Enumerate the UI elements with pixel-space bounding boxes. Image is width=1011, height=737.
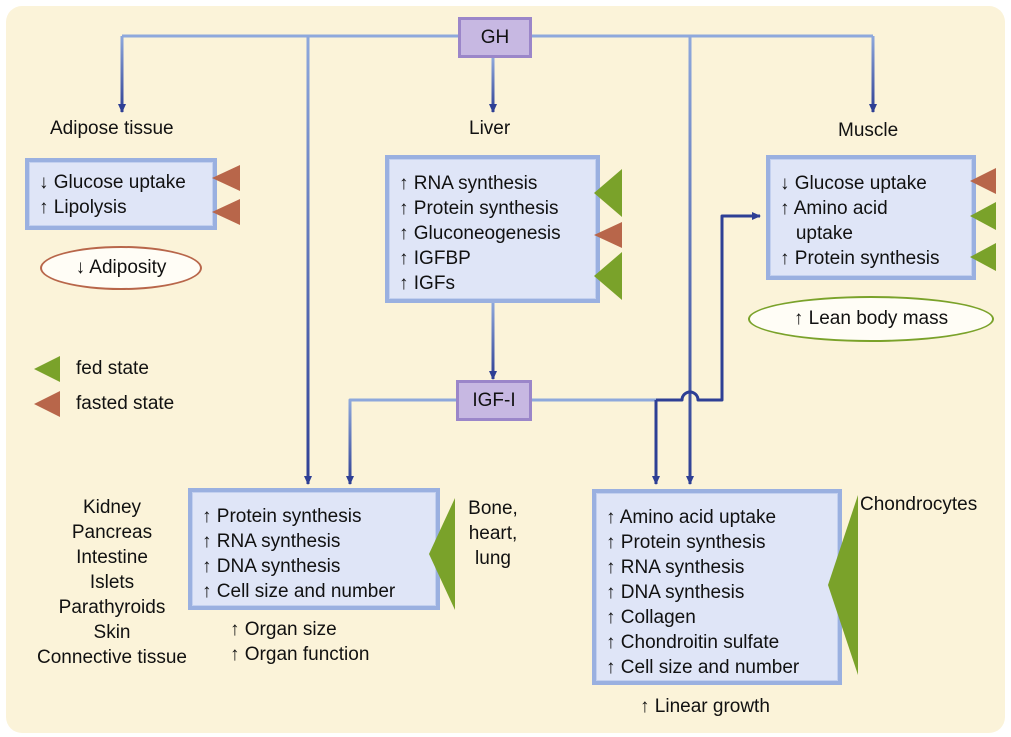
adipose-fasted-marker bbox=[212, 199, 240, 225]
organs-fed-marker bbox=[429, 498, 455, 610]
chondrocyte-effect: ↑ RNA synthesis bbox=[606, 557, 745, 578]
muscle-title: Muscle bbox=[838, 120, 899, 141]
chondrocyte-effects-box: ↑ Amino acid uptake ↑ Protein synthesis … bbox=[592, 489, 842, 685]
gh-box: GH bbox=[458, 17, 532, 58]
bone-heart-lung-label: Bone, heart, lung bbox=[468, 498, 518, 569]
adipose-effects-box: ↓ Glucose uptake ↑ Lipolysis bbox=[25, 158, 217, 230]
chondrocytes-fed-marker bbox=[828, 495, 858, 675]
organ-outcomes: ↑ Organ size ↑ Organ function bbox=[230, 617, 369, 667]
lean-body-mass-outcome: ↑ Lean body mass bbox=[748, 296, 994, 342]
organ-effect: ↑ DNA synthesis bbox=[202, 556, 341, 577]
chondrocyte-effect: ↑ Protein synthesis bbox=[606, 532, 766, 553]
gh-label: GH bbox=[480, 27, 510, 48]
muscle-fed-marker bbox=[970, 243, 996, 271]
liver-effect: ↑ IGFBP bbox=[399, 248, 471, 269]
liver-effects-box: ↑ RNA synthesis ↑ Protein synthesis ↑ Gl… bbox=[385, 155, 600, 303]
igf-label: IGF-I bbox=[472, 390, 516, 411]
organ-list: Kidney Pancreas Intestine Islets Parathy… bbox=[20, 495, 204, 670]
organ-name: Skin bbox=[93, 622, 131, 643]
adipose-effect: ↑ Lipolysis bbox=[39, 197, 127, 218]
organ-name: Pancreas bbox=[71, 522, 153, 543]
muscle-effect: uptake bbox=[780, 223, 853, 244]
fed-state-legend-label: fed state bbox=[76, 358, 149, 379]
muscle-fasted-marker bbox=[970, 168, 996, 194]
adiposity-outcome: ↓ Adiposity bbox=[40, 246, 202, 290]
liver-effect: ↑ IGFs bbox=[399, 273, 455, 294]
chondrocyte-effect: ↑ DNA synthesis bbox=[606, 582, 745, 603]
igf-to-organs-arrow bbox=[346, 398, 458, 485]
adipose-title: Adipose tissue bbox=[50, 118, 174, 139]
liver-effect: ↑ RNA synthesis bbox=[399, 173, 538, 194]
muscle-effect: ↓ Glucose uptake bbox=[780, 173, 927, 194]
igf-to-muscle-arrow bbox=[656, 212, 761, 402]
adipose-effect: ↓ Glucose uptake bbox=[39, 172, 186, 193]
liver-effect: ↑ Gluconeogenesis bbox=[399, 223, 561, 244]
fasted-state-legend-marker bbox=[34, 391, 60, 417]
muscle-effects-box: ↓ Glucose uptake ↑ Amino acid uptake ↑ P… bbox=[766, 155, 976, 280]
liver-effect: ↑ Protein synthesis bbox=[399, 198, 559, 219]
linear-growth-outcome: ↑ Linear growth bbox=[640, 696, 770, 717]
muscle-effect: ↑ Protein synthesis bbox=[780, 248, 940, 269]
organ-effects-box: ↑ Protein synthesis ↑ RNA synthesis ↑ DN… bbox=[188, 488, 440, 610]
organ-outcome: ↑ Organ size bbox=[230, 619, 337, 640]
organ-name: Intestine bbox=[76, 547, 148, 568]
liver-fasted-marker bbox=[594, 222, 622, 248]
chondrocyte-effect: ↑ Cell size and number bbox=[606, 657, 800, 678]
organ-effect: ↑ Cell size and number bbox=[202, 581, 396, 602]
organ-name: Kidney bbox=[82, 497, 142, 518]
fasted-state-legend-label: fasted state bbox=[76, 393, 175, 414]
liver-title: Liver bbox=[469, 118, 511, 139]
chondrocyte-effect: ↑ Amino acid uptake bbox=[606, 507, 777, 528]
muscle-fed-marker bbox=[970, 202, 996, 230]
organ-name: Islets bbox=[89, 572, 135, 593]
organ-effect: ↑ RNA synthesis bbox=[202, 531, 341, 552]
igf-box: IGF-I bbox=[456, 380, 532, 421]
chondrocyte-effect: ↑ Chondroitin sulfate bbox=[606, 632, 780, 653]
organ-name: Parathyroids bbox=[58, 597, 166, 618]
organ-effect: ↑ Protein synthesis bbox=[202, 506, 362, 527]
adipose-fasted-marker bbox=[212, 165, 240, 191]
liver-fed-marker bbox=[594, 252, 622, 300]
chondrocyte-effect: ↑ Collagen bbox=[606, 607, 696, 628]
fed-state-legend-marker bbox=[34, 356, 60, 382]
organ-name: Connective tissue bbox=[37, 647, 187, 668]
chondrocytes-title: Chondrocytes bbox=[860, 494, 978, 515]
liver-fed-marker bbox=[594, 169, 622, 217]
muscle-effect: ↑ Amino acid bbox=[780, 198, 888, 219]
organ-outcome: ↑ Organ function bbox=[230, 644, 370, 665]
